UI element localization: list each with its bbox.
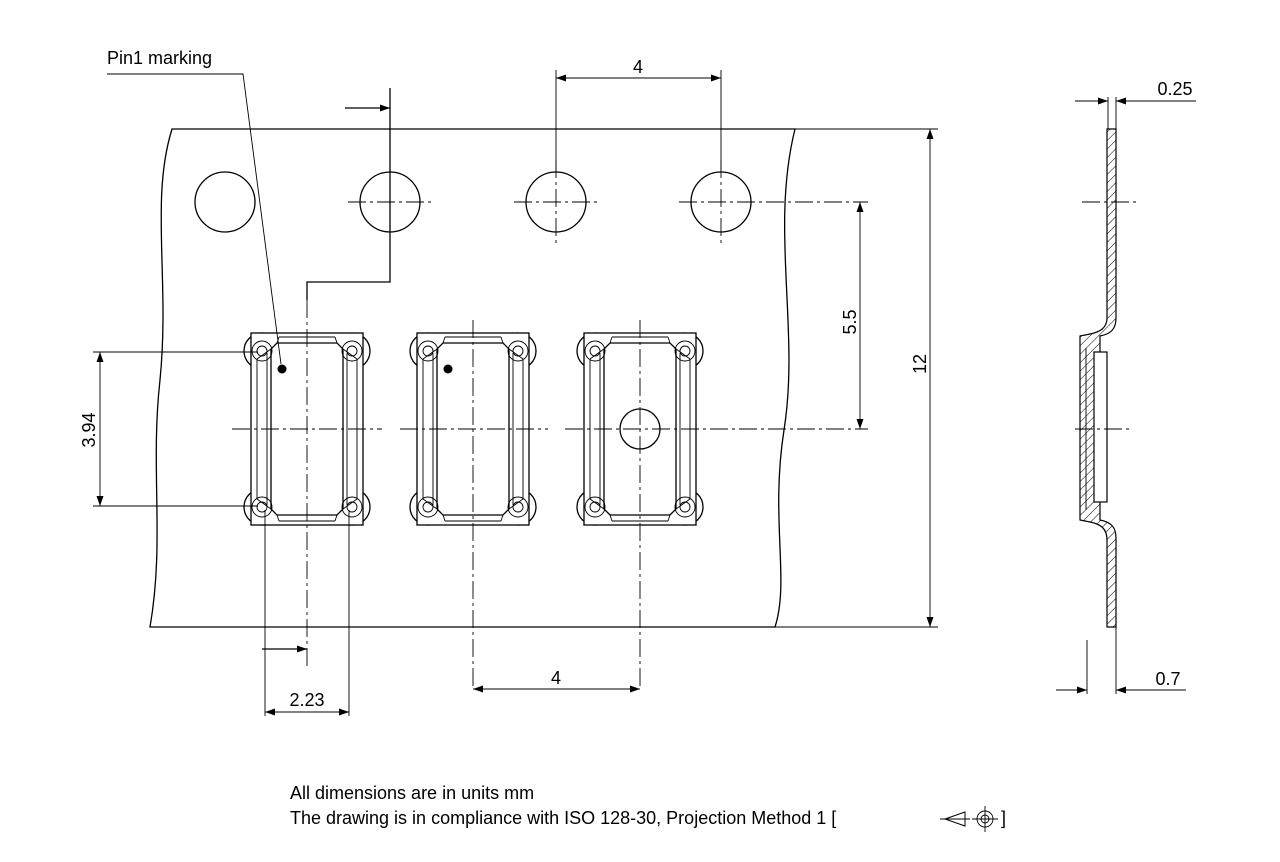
sprocket-holes xyxy=(194,171,752,233)
offset-label: 5.5 xyxy=(840,309,860,334)
projection-method-icon xyxy=(940,806,998,832)
thickness-label: 0.25 xyxy=(1157,79,1192,99)
section-view xyxy=(1056,97,1196,694)
pin1-dot xyxy=(443,364,453,374)
pitch-top-label: 4 xyxy=(633,57,643,77)
pitch-bottom-label: 4 xyxy=(551,668,561,688)
pocket-width-label: 2.23 xyxy=(289,690,324,710)
pocket-length-label: 3.94 xyxy=(79,412,99,447)
units-note: All dimensions are in units mm xyxy=(290,783,534,803)
iso-note: The drawing is in compliance with ISO 12… xyxy=(290,808,836,828)
pin1-dot xyxy=(277,364,287,374)
pin1-label: Pin1 marking xyxy=(107,48,212,68)
iso-note-close: ] xyxy=(1001,808,1006,828)
depth-label: 0.7 xyxy=(1155,669,1180,689)
width-label: 12 xyxy=(910,354,930,374)
